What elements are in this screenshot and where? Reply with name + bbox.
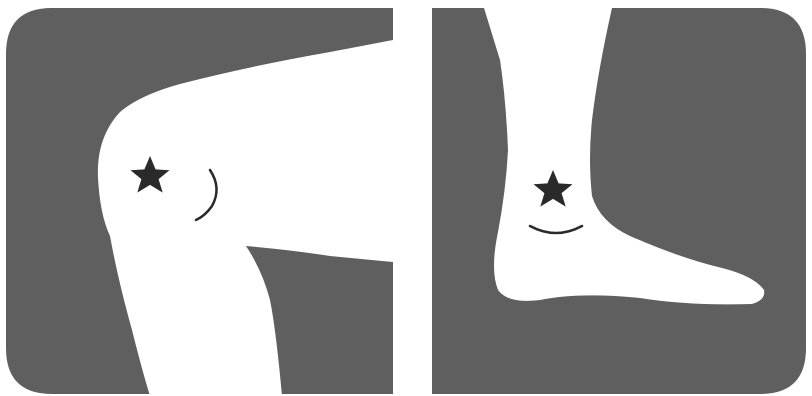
- knee-panel: [6, 8, 393, 396]
- ankle-panel-background: [432, 8, 806, 394]
- ankle-panel: [432, 8, 806, 394]
